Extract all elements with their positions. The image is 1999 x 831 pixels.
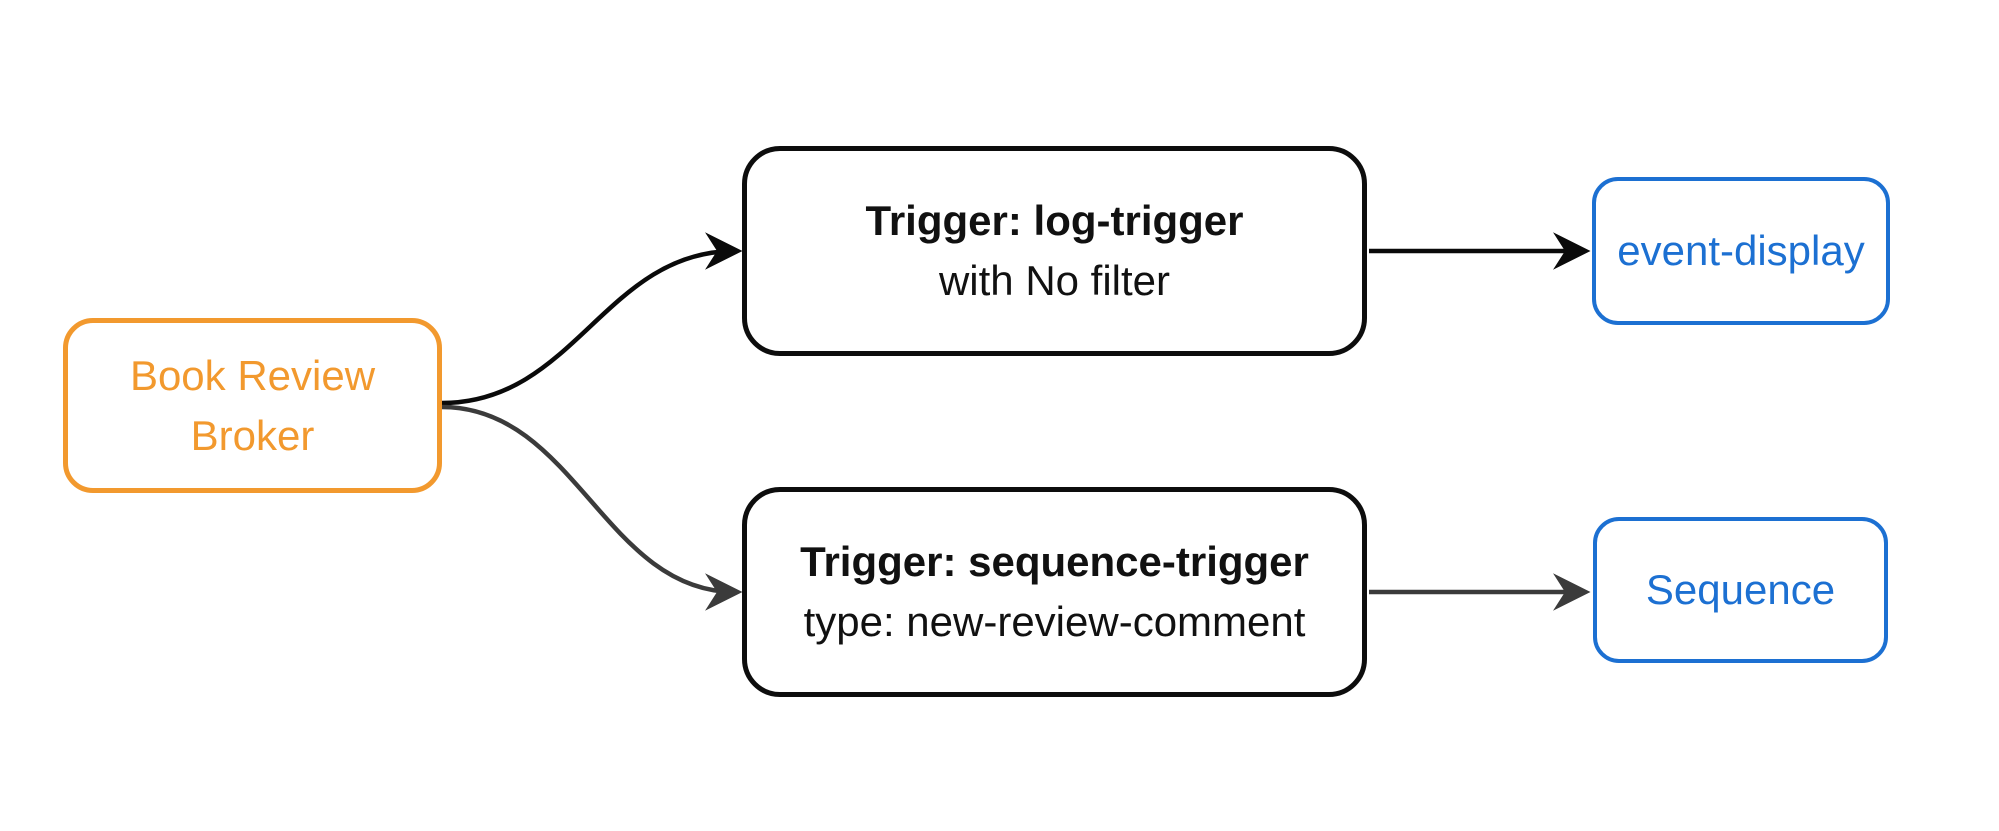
sequence-trigger-subtitle: type: new-review-comment <box>803 598 1306 645</box>
node-event-display: event-display <box>1592 177 1890 325</box>
node-sequence-trigger: Trigger: sequence-trigger type: new-revi… <box>742 487 1367 697</box>
event-display-label: event-display <box>1617 227 1865 275</box>
log-trigger-title: Trigger: log-trigger <box>865 197 1244 245</box>
broker-label-line-2: Broker <box>190 411 315 459</box>
node-log-trigger: Trigger: log-trigger with No filter <box>742 146 1367 356</box>
log-trigger-subtitle: with No filter <box>938 257 1171 304</box>
sequence-label: Sequence <box>1645 566 1836 614</box>
broker-label-line-1: Book Review <box>129 351 376 399</box>
edge-broker-to-log-trigger <box>441 232 743 406</box>
node-sequence: Sequence <box>1593 517 1888 663</box>
sequence-trigger-title: Trigger: sequence-trigger <box>800 538 1309 586</box>
node-book-review-broker: Book Review Broker <box>63 318 442 493</box>
edge-broker-to-sequence-trigger <box>441 404 743 611</box>
